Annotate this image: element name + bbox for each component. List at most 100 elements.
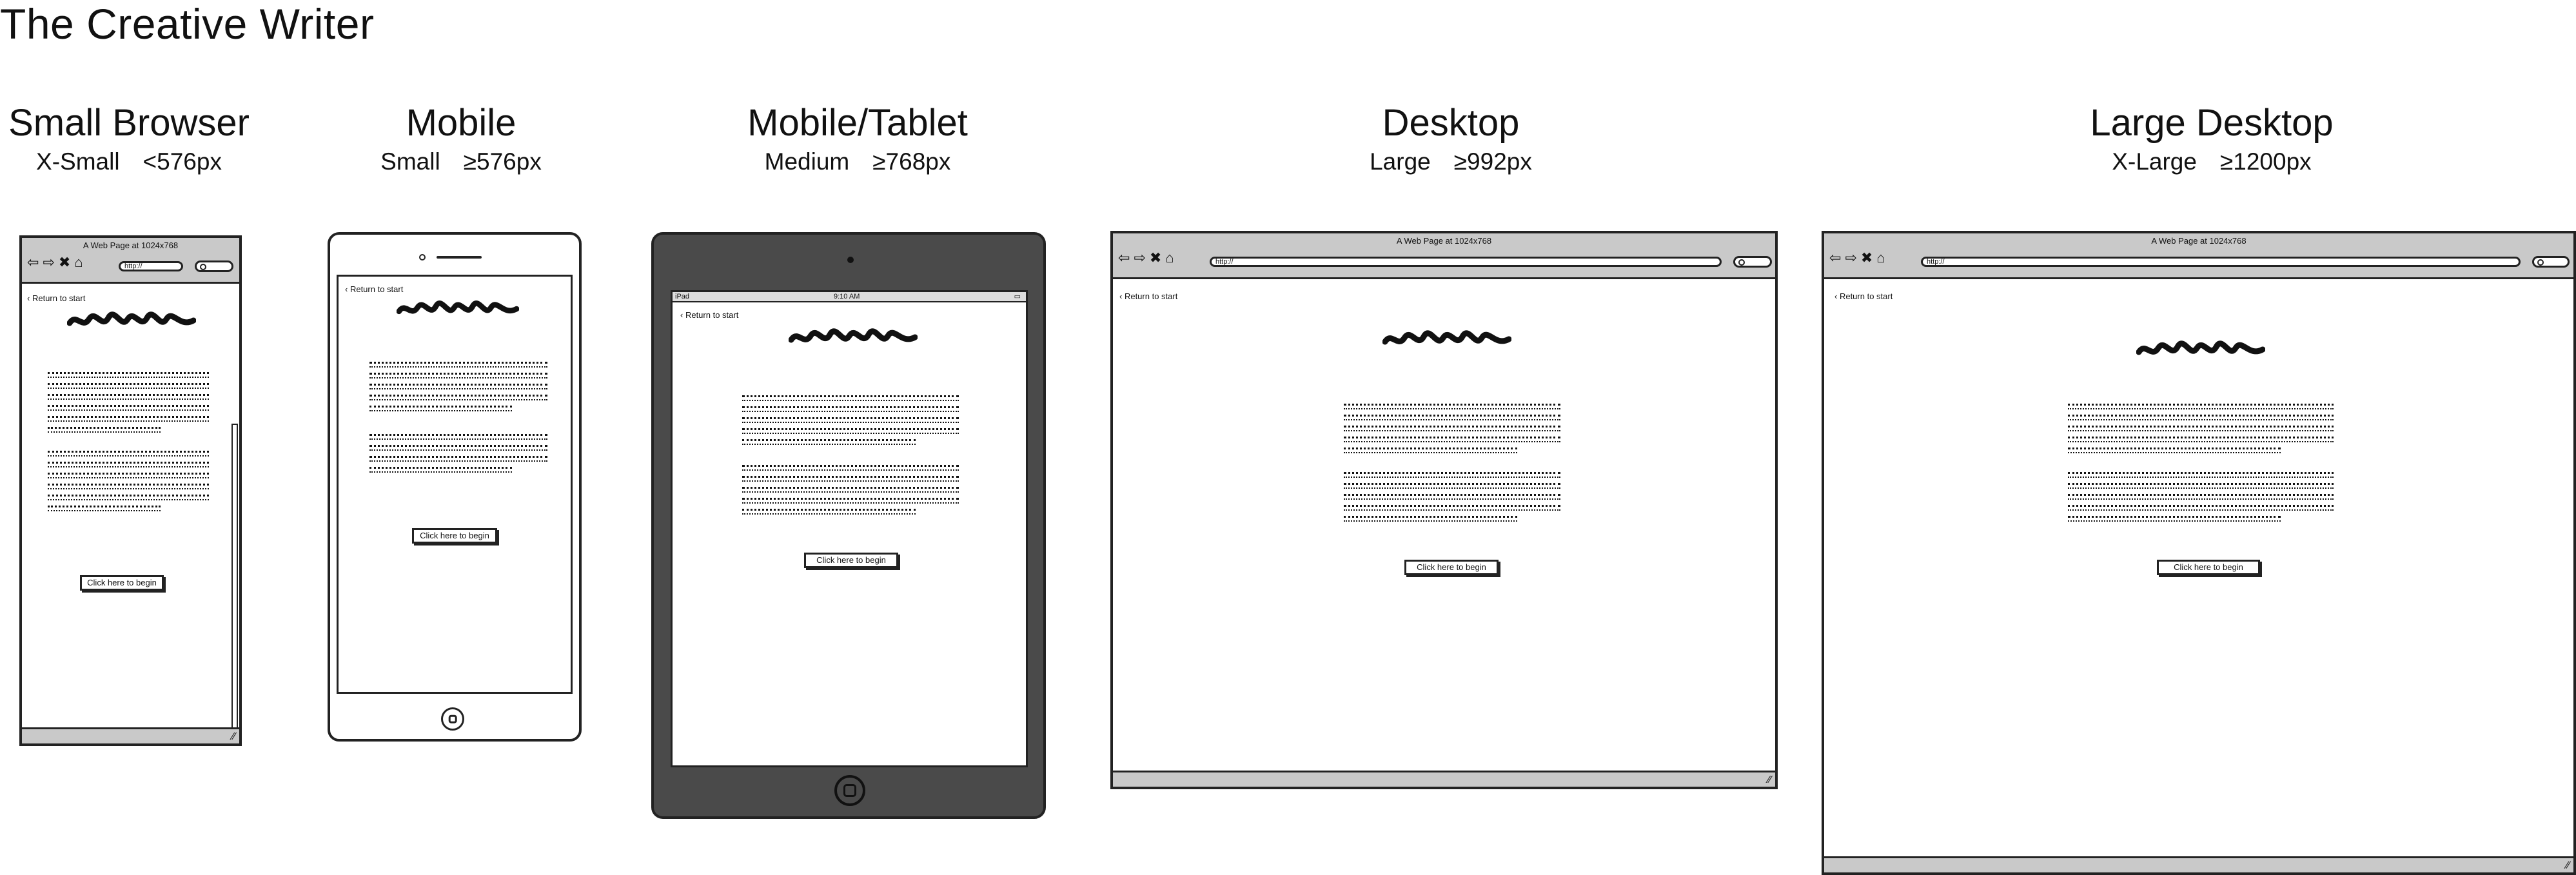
browser-statusbar: ⁄⁄ <box>22 727 239 743</box>
phone-mockup: ‹ Return to start Click here to begin <box>328 232 582 742</box>
breakpoint-label: ≥992px <box>1453 148 1532 175</box>
back-arrow-icon[interactable]: ⇦ <box>1118 250 1130 266</box>
close-icon[interactable]: ✖ <box>58 254 71 270</box>
return-link[interactable]: ‹ Return to start <box>680 310 738 320</box>
camera-icon <box>847 257 854 263</box>
return-link[interactable]: ‹ Return to start <box>27 293 85 304</box>
breakpoint-label: ≥1200px <box>2219 148 2312 175</box>
paragraph-scribble <box>48 372 209 438</box>
tablet-status-bar: iPad 9:10 AM ▭ <box>673 292 1026 302</box>
back-arrow-icon[interactable]: ⇦ <box>1829 250 1842 266</box>
breakpoint-label: <576px <box>143 148 222 175</box>
home-button-icon[interactable] <box>441 707 464 731</box>
page-title: The Creative Writer <box>0 0 375 48</box>
heading-scribble <box>2136 340 2265 355</box>
forward-arrow-icon[interactable]: ⇨ <box>1845 250 1857 266</box>
column-subtitle: X-Small <576px <box>0 148 258 175</box>
camera-icon <box>419 254 426 261</box>
browser-caption: A Web Page at 1024x768 <box>2151 236 2247 246</box>
browser-toolbar: A Web Page at 1024x768 ⇦ ⇨ ✖ ⌂ http:// <box>1824 233 2573 279</box>
size-label: X-Small <box>36 148 120 175</box>
home-icon[interactable]: ⌂ <box>1165 250 1174 266</box>
column-subtitle: X-Large ≥1200px <box>1954 148 2470 175</box>
large-desktop-browser-mockup: A Web Page at 1024x768 ⇦ ⇨ ✖ ⌂ http:// ‹… <box>1822 231 2576 875</box>
column-subtitle: Small ≥576px <box>335 148 587 175</box>
column-subtitle: Medium ≥768px <box>696 148 1019 175</box>
column-header-mobile: Mobile Small ≥576px <box>335 103 587 175</box>
page-content: ‹ Return to start Click here to begin <box>22 282 239 742</box>
browser-nav: ⇦ ⇨ ✖ ⌂ <box>1118 250 1174 266</box>
chevron-left-icon: ‹ <box>345 284 350 294</box>
size-label: Small <box>380 148 440 175</box>
column-subtitle: Large ≥992px <box>1193 148 1709 175</box>
return-link[interactable]: ‹ Return to start <box>1119 291 1177 302</box>
column-title: Mobile/Tablet <box>747 102 968 144</box>
browser-toolbar: A Web Page at 1024x768 ⇦ ⇨ ✖ ⌂ http:// <box>1113 233 1775 279</box>
search-icon[interactable] <box>195 261 233 272</box>
browser-statusbar: ⁄⁄ <box>1824 856 2573 872</box>
close-icon[interactable]: ✖ <box>1149 250 1162 266</box>
phone-screen: ‹ Return to start Click here to begin <box>337 275 573 694</box>
resize-grip-icon[interactable]: ⁄⁄ <box>1767 774 1771 785</box>
column-title: Mobile <box>406 102 516 144</box>
begin-button[interactable]: Click here to begin <box>2157 560 2260 575</box>
return-link[interactable]: ‹ Return to start <box>345 284 403 295</box>
paragraph-scribble <box>742 395 959 450</box>
page-content: ‹ Return to start Click here to begin <box>1824 277 2573 858</box>
paragraph-scribble <box>48 451 209 516</box>
size-label: Medium <box>764 148 850 175</box>
tablet-mockup: iPad 9:10 AM ▭ ‹ Return to start Click h… <box>651 232 1046 819</box>
battery-icon: ▭ <box>1014 293 1021 300</box>
begin-button[interactable]: Click here to begin <box>412 528 497 544</box>
chevron-left-icon: ‹ <box>1834 291 1840 301</box>
chevron-left-icon: ‹ <box>27 293 32 303</box>
begin-button[interactable]: Click here to begin <box>80 575 164 591</box>
return-link[interactable]: ‹ Return to start <box>1834 291 1893 302</box>
browser-caption: A Web Page at 1024x768 <box>1396 236 1492 246</box>
heading-scribble <box>67 311 196 326</box>
browser-nav: ⇦ ⇨ ✖ ⌂ <box>1829 250 1885 266</box>
browser-caption: A Web Page at 1024x768 <box>83 241 179 250</box>
return-label: Return to start <box>1839 291 1893 301</box>
scrollbar[interactable] <box>231 424 238 742</box>
size-label: Large <box>1370 148 1431 175</box>
paragraph-scribble <box>1344 404 1560 458</box>
forward-arrow-icon[interactable]: ⇨ <box>1134 250 1146 266</box>
paragraph-scribble <box>369 362 547 417</box>
begin-button[interactable]: Click here to begin <box>1404 560 1499 575</box>
home-icon[interactable]: ⌂ <box>1876 250 1885 266</box>
url-field[interactable]: http:// <box>1210 257 1722 267</box>
chevron-left-icon: ‹ <box>1119 291 1125 301</box>
search-icon[interactable] <box>1733 256 1772 268</box>
chevron-left-icon: ‹ <box>680 310 685 320</box>
url-field[interactable]: http:// <box>119 261 183 271</box>
breakpoint-label: ≥576px <box>463 148 542 175</box>
small-browser-mockup: A Web Page at 1024x768 ⇦ ⇨ ✖ ⌂ http:// ‹… <box>19 235 242 746</box>
size-label: X-Large <box>2112 148 2197 175</box>
return-label: Return to start <box>32 293 86 303</box>
browser-toolbar: A Web Page at 1024x768 ⇦ ⇨ ✖ ⌂ http:// <box>22 238 239 284</box>
back-arrow-icon[interactable]: ⇦ <box>27 254 39 270</box>
home-button-icon[interactable] <box>834 775 865 806</box>
speaker-icon <box>437 256 482 259</box>
home-icon[interactable]: ⌂ <box>74 254 83 270</box>
status-time: 9:10 AM <box>834 293 860 300</box>
heading-scribble <box>397 300 519 315</box>
column-header-mobile-tablet: Mobile/Tablet Medium ≥768px <box>696 103 1019 175</box>
url-field[interactable]: http:// <box>1921 257 2521 267</box>
resize-grip-icon[interactable]: ⁄⁄ <box>2566 860 2570 871</box>
resize-grip-icon[interactable]: ⁄⁄ <box>231 731 235 742</box>
paragraph-scribble <box>1344 472 1560 527</box>
paragraph-scribble <box>2068 404 2334 458</box>
breakpoint-label: ≥768px <box>872 148 951 175</box>
browser-statusbar: ⁄⁄ <box>1113 771 1775 787</box>
forward-arrow-icon[interactable]: ⇨ <box>43 254 55 270</box>
paragraph-scribble <box>369 434 547 478</box>
column-title: Desktop <box>1382 102 1520 144</box>
begin-button[interactable]: Click here to begin <box>804 553 898 568</box>
close-icon[interactable]: ✖ <box>1860 250 1873 266</box>
return-label: Return to start <box>349 284 404 294</box>
heading-scribble <box>1382 330 1511 345</box>
search-icon[interactable] <box>2532 256 2570 268</box>
page-content: ‹ Return to start Click here to begin <box>1113 277 1775 772</box>
